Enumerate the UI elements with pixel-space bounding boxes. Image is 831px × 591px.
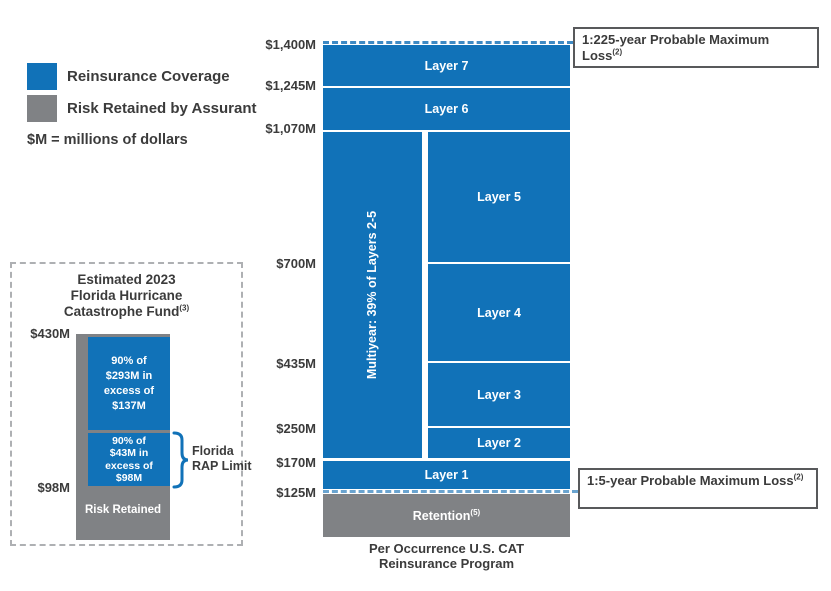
layer-7: Layer 7	[323, 45, 570, 86]
axis-tick-1400: $1,400M	[265, 37, 316, 52]
legend-label-retained: Risk Retained by Assurant	[67, 100, 257, 117]
fhcf-box1-line: excess of	[103, 384, 155, 397]
axis-tick-435: $435M	[276, 356, 316, 371]
florida-rap-limit-label: Florida RAP Limit	[192, 444, 252, 474]
rap-label-line2: RAP Limit	[192, 459, 252, 473]
layer-5: Layer 5	[428, 132, 570, 262]
fhcf-title-line2: Florida Hurricane	[70, 288, 183, 303]
retention-footnote-marker: (5)	[470, 507, 481, 517]
multiyear-column: Multiyear: 39% of Layers 2-5	[323, 132, 422, 458]
legend-label-reinsurance: Reinsurance Coverage	[67, 68, 230, 85]
units-note: $M = millions of dollars	[27, 132, 188, 148]
legend-row: Risk Retained by Assurant	[27, 95, 257, 122]
pml-5yr-callout: 1:5-year Probable Maximum Loss(2)	[578, 468, 818, 509]
risk-retained-swatch	[27, 95, 57, 122]
reinsurance-coverage-swatch	[27, 63, 57, 90]
fhcf-upper-coverage-box: 90% of $293M in excess of $137M	[88, 337, 170, 430]
fhcf-top-value-label: $430M	[30, 326, 70, 341]
caption-line1: Per Occurrence U.S. CAT	[368, 541, 525, 556]
fhcf-box2-line: 90% of	[112, 434, 146, 447]
fhcf-title-line1: Estimated 2023	[77, 272, 176, 287]
layer-6: Layer 6	[323, 88, 570, 130]
pml-1400-dashed-line	[323, 41, 573, 44]
fhcf-rap-coverage-box: 90% of $43M in excess of $98M	[88, 433, 170, 486]
fhcf-box1-line: $293M in	[105, 369, 153, 382]
axis-tick-700: $700M	[276, 256, 316, 271]
fhcf-box2-line: excess of	[105, 459, 153, 472]
fhcf-inset-box: Estimated 2023 Florida Hurricane Catastr…	[10, 262, 252, 546]
axis-tick-125: $125M	[276, 485, 316, 500]
fhcf-title: Estimated 2023 Florida Hurricane Catastr…	[12, 272, 241, 320]
axis-tick-250: $250M	[276, 421, 316, 436]
tower-caption: Per Occurrence U.S. CAT Reinsurance Prog…	[323, 541, 570, 571]
axis-tick-170: $170M	[276, 455, 316, 470]
fhcf-box2-line: $98M	[115, 472, 143, 484]
axis-tick-1245: $1,245M	[265, 78, 316, 93]
layer-2: Layer 2	[428, 428, 570, 458]
fhcf-box2-line: $43M in	[109, 447, 149, 459]
layer-4: Layer 4	[428, 264, 570, 361]
caption-line2: Reinsurance Program	[378, 556, 515, 571]
layer-3: Layer 3	[428, 363, 570, 426]
fhcf-box1-line: 90% of	[111, 354, 147, 367]
legend-row: Reinsurance Coverage	[27, 63, 257, 90]
pml-125-dashed-line	[323, 490, 578, 493]
fhcf-title-line3: Catastrophe Fund(3)	[63, 303, 190, 319]
retention-label: Retention(5)	[412, 507, 481, 523]
fhcf-risk-retained-label: Risk Retained	[84, 504, 162, 516]
axis-tick-1070: $1,070M	[265, 121, 316, 136]
retention-bar: Retention(5)	[323, 494, 570, 537]
legend: Reinsurance Coverage Risk Retained by As…	[27, 63, 257, 148]
fhcf-footnote-marker: (3)	[179, 303, 190, 313]
fhcf-bottom-value-label: $98M	[37, 480, 70, 495]
rap-label-line1: Florida	[192, 444, 234, 458]
layer-1: Layer 1	[323, 461, 570, 489]
pml-5yr-footnote-marker: (2)	[793, 472, 804, 482]
pml-225yr-footnote-marker: (2)	[612, 47, 623, 57]
pml-225yr-callout: 1:225-year Probable Maximum Loss(2)	[573, 27, 819, 68]
bracket-icon	[172, 431, 189, 489]
fhcf-box1-line: $137M	[112, 399, 146, 412]
multiyear-label: Multiyear: 39% of Layers 2-5	[365, 210, 380, 380]
